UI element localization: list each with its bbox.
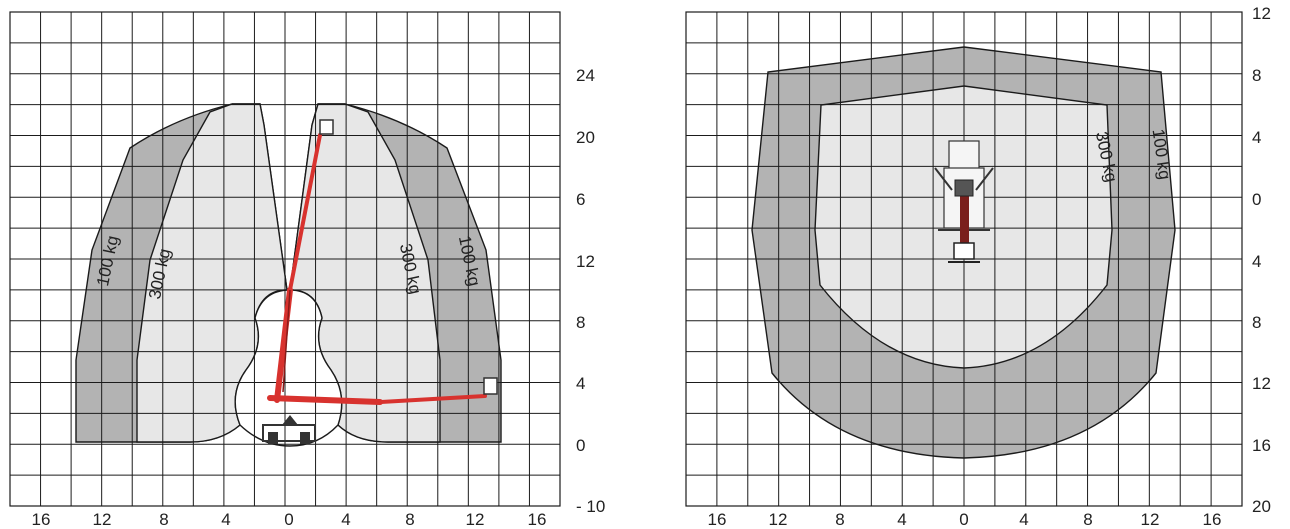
top-x-tick: 16 <box>1203 510 1222 529</box>
top-boom <box>960 190 969 250</box>
side-boom-horizontal-lower <box>267 395 383 405</box>
top-x-tick: 16 <box>708 510 727 529</box>
top-machine-cab <box>948 140 980 170</box>
top-y-tick: 12 <box>1252 4 1271 23</box>
side-turret <box>282 415 298 425</box>
top-outrigger-fl <box>934 167 953 191</box>
top-y-tick: 12 <box>1252 374 1271 393</box>
top-y-tick: 0 <box>1252 190 1261 209</box>
side-y-tick: 8 <box>576 313 585 332</box>
top-view-y-axis-labels: 12 8 4 0 4 8 12 16 20 <box>1252 4 1271 516</box>
top-basket <box>953 242 975 260</box>
top-y-tick: 8 <box>1252 313 1261 332</box>
top-y-tick: 8 <box>1252 66 1261 85</box>
top-turret <box>954 179 974 197</box>
top-view-frame <box>685 11 1243 507</box>
side-boom-upright-lower <box>274 287 293 403</box>
side-basket-upright <box>319 119 334 135</box>
top-view-panel: 300 kg 100 kg 16 12 8 4 0 4 8 12 16 12 8… <box>685 4 1271 529</box>
side-view-machine <box>262 119 498 444</box>
side-view-x-axis-labels: 16 12 8 4 0 4 8 12 16 <box>32 510 547 529</box>
side-x-tick: 0 <box>284 510 293 529</box>
side-x-tick: 12 <box>93 510 112 529</box>
top-x-tick: 4 <box>897 510 906 529</box>
side-boom-upright-upper <box>288 133 322 292</box>
side-view-y-axis-labels: 24 20 6 12 8 4 0 - 10 <box>576 66 605 516</box>
side-wheel-left <box>268 432 278 444</box>
side-y-tick: 4 <box>576 374 585 393</box>
side-view-working-zones <box>75 103 502 447</box>
side-view-grid <box>10 12 560 506</box>
side-x-tick: 16 <box>528 510 547 529</box>
side-x-tick: 12 <box>466 510 485 529</box>
top-y-tick: 4 <box>1252 252 1261 271</box>
top-outrigger-fr <box>975 167 994 191</box>
side-y-tick: 12 <box>576 252 595 271</box>
top-view-x-axis-labels: 16 12 8 4 0 4 8 12 16 <box>708 510 1222 529</box>
top-y-tick: 20 <box>1252 497 1271 516</box>
side-x-tick: 4 <box>221 510 230 529</box>
side-boom-horizontal-upper <box>378 394 487 404</box>
side-y-tick: 24 <box>576 66 595 85</box>
side-y-tick: - 10 <box>576 497 605 516</box>
top-x-tick: 0 <box>959 510 968 529</box>
top-y-tick: 4 <box>1252 128 1261 147</box>
side-y-tick: 20 <box>576 128 595 147</box>
side-wheel-right <box>300 432 310 444</box>
side-x-tick: 16 <box>32 510 51 529</box>
side-boom-upright-cylinder <box>282 289 291 393</box>
top-x-tick: 8 <box>1083 510 1092 529</box>
side-view-panel: 100 kg 300 kg 300 kg 100 kg 16 12 8 4 0 … <box>9 11 605 529</box>
side-x-tick: 4 <box>341 510 350 529</box>
top-x-tick: 12 <box>1141 510 1160 529</box>
top-x-tick: 4 <box>1019 510 1028 529</box>
top-x-tick: 8 <box>835 510 844 529</box>
side-view-frame <box>9 11 561 507</box>
side-basket-horizontal <box>483 377 498 395</box>
top-view-machine <box>934 140 994 263</box>
top-x-tick: 12 <box>769 510 788 529</box>
side-x-tick: 8 <box>405 510 414 529</box>
side-x-tick: 8 <box>159 510 168 529</box>
side-y-tick: 6 <box>576 190 585 209</box>
side-y-tick: 0 <box>576 436 585 455</box>
top-view-grid <box>686 12 1242 506</box>
top-y-tick: 16 <box>1252 436 1271 455</box>
